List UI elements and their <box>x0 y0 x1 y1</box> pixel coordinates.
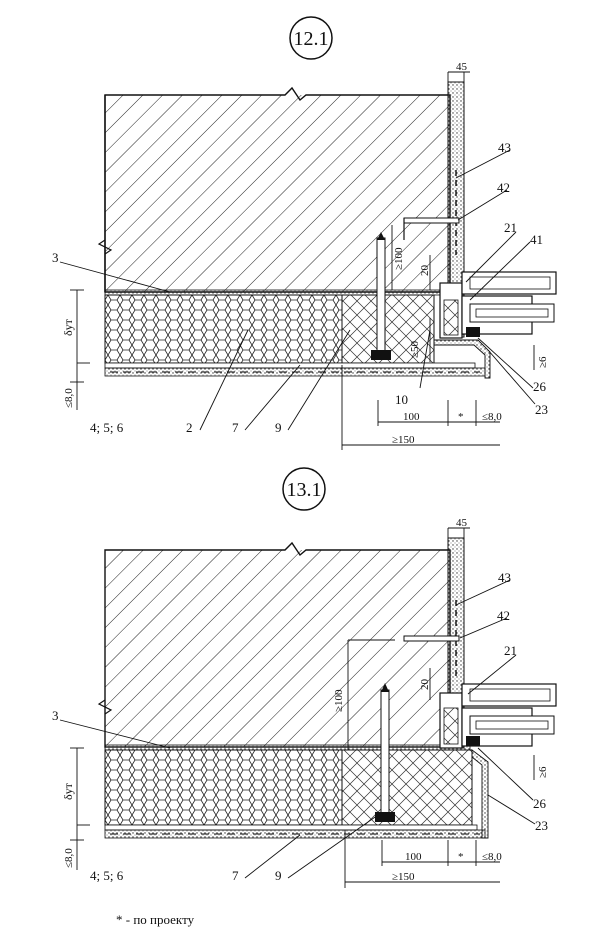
dim-100: 100 <box>403 411 420 423</box>
bracket <box>403 635 460 642</box>
concrete-slab <box>105 550 450 747</box>
eps-insulation <box>104 294 343 364</box>
leaders <box>59 579 536 879</box>
dim-100-vertical: ≥100 <box>333 689 345 712</box>
callout-23: 23 <box>535 402 548 417</box>
dim-8-right: ≤8,0 <box>482 411 502 423</box>
callout-10: 10 <box>395 392 408 407</box>
callout-2: 2 <box>186 420 193 435</box>
dim-50: ≥50 <box>409 340 421 358</box>
dim-6: ≥6 <box>537 766 549 778</box>
callout-26: 26 <box>533 379 547 394</box>
adhesive-layer <box>104 289 461 296</box>
dim-100: 100 <box>405 851 422 863</box>
dim-45: 45 <box>456 61 468 73</box>
dim-20: 20 <box>419 679 431 691</box>
callout-41: 41 <box>530 232 543 247</box>
dim-8-left: ≤8,0 <box>63 848 75 868</box>
callout-21: 21 <box>504 220 517 235</box>
callout-42: 42 <box>497 608 510 623</box>
section-12-1: 12.1 <box>52 16 557 450</box>
eps-insulation <box>104 749 343 826</box>
dim-thickness: δут <box>61 318 75 336</box>
dim-8-left: ≤8,0 <box>63 388 75 408</box>
callout-4-5-6: 4; 5; 6 <box>90 420 124 435</box>
callout-4-5-6: 4; 5; 6 <box>90 868 124 883</box>
dowel-head <box>375 812 395 822</box>
callout-9: 9 <box>275 420 282 435</box>
corner-profile <box>433 339 491 379</box>
base-coat <box>104 824 478 831</box>
dowel <box>376 237 386 359</box>
mineral-wool-strip <box>341 749 473 826</box>
dim-150: ≥150 <box>392 434 415 446</box>
callout-43: 43 <box>498 140 511 155</box>
dowel-head <box>371 350 391 360</box>
dim-20: 20 <box>419 265 431 277</box>
callout-23: 23 <box>535 818 548 833</box>
dim-100-vertical: ≥100 <box>393 247 405 270</box>
callout-21: 21 <box>504 643 517 658</box>
dim-8-right: ≤8,0 <box>482 851 502 863</box>
section-number: 12.1 <box>294 28 329 50</box>
dim-6: ≥6 <box>537 356 549 368</box>
callout-9: 9 <box>275 868 282 883</box>
window-frame <box>439 683 557 749</box>
section-badge <box>282 467 326 511</box>
callout-7: 7 <box>232 420 239 435</box>
break-mark <box>97 699 113 715</box>
dim-45: 45 <box>456 517 468 529</box>
footnote: * - по проекту <box>116 912 195 927</box>
base-coat <box>104 362 476 369</box>
dimensions <box>70 71 535 450</box>
section-badge <box>289 16 333 60</box>
section-number: 13.1 <box>287 479 322 501</box>
dim-star: * <box>458 411 464 423</box>
section-13-1: 13.1 <box>52 467 557 888</box>
concrete-slab <box>105 95 450 292</box>
callout-43: 43 <box>498 570 511 585</box>
corner-profile <box>471 749 489 839</box>
callout-42: 42 <box>497 180 510 195</box>
callout-3: 3 <box>52 708 59 723</box>
window-frame <box>439 271 557 339</box>
callout-26: 26 <box>533 796 547 811</box>
dim-star: * <box>458 851 464 863</box>
dim-thickness: δут <box>61 782 75 800</box>
callout-7: 7 <box>232 868 239 883</box>
leaders <box>59 149 536 431</box>
bracket <box>403 217 460 224</box>
dim-150: ≥150 <box>392 871 415 883</box>
callout-3: 3 <box>52 250 59 265</box>
dimensions <box>70 527 535 888</box>
dowel <box>380 689 390 821</box>
